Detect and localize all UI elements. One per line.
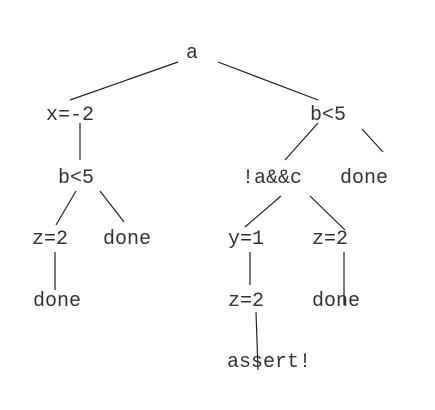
node-done-right-top: done — [340, 167, 388, 190]
node-z-eq-2-left: z=2 — [32, 228, 68, 251]
edge-z-under-y-assert — [255, 311, 259, 371]
edge-a-x — [69, 61, 179, 101]
node-done-right-bottom: done — [312, 290, 360, 313]
edge-b-right-not — [284, 122, 319, 161]
edge-b-right-done — [361, 128, 384, 153]
node-b-lt-5-left: b<5 — [58, 167, 94, 190]
node-done-left-mid: done — [103, 228, 151, 251]
node-z-eq-2-right: z=2 — [312, 228, 348, 251]
node-not-a-and-c: !a&&c — [242, 167, 302, 190]
edge-b-left-done — [99, 190, 125, 223]
node-x-eq-minus-2: x=-2 — [46, 104, 94, 127]
edge-not-y — [244, 195, 282, 228]
edge-a-b-right — [217, 61, 319, 101]
edge-not-z — [309, 195, 346, 231]
node-b-lt-5-right: b<5 — [310, 104, 346, 127]
node-done-left-bottom: done — [33, 290, 81, 313]
node-y-eq-1: y=1 — [228, 228, 264, 251]
node-assert: assert! — [227, 351, 311, 374]
node-z-eq-2-under-y: z=2 — [228, 290, 264, 313]
node-a: a — [186, 42, 198, 65]
edge-b-left-z — [55, 190, 77, 226]
